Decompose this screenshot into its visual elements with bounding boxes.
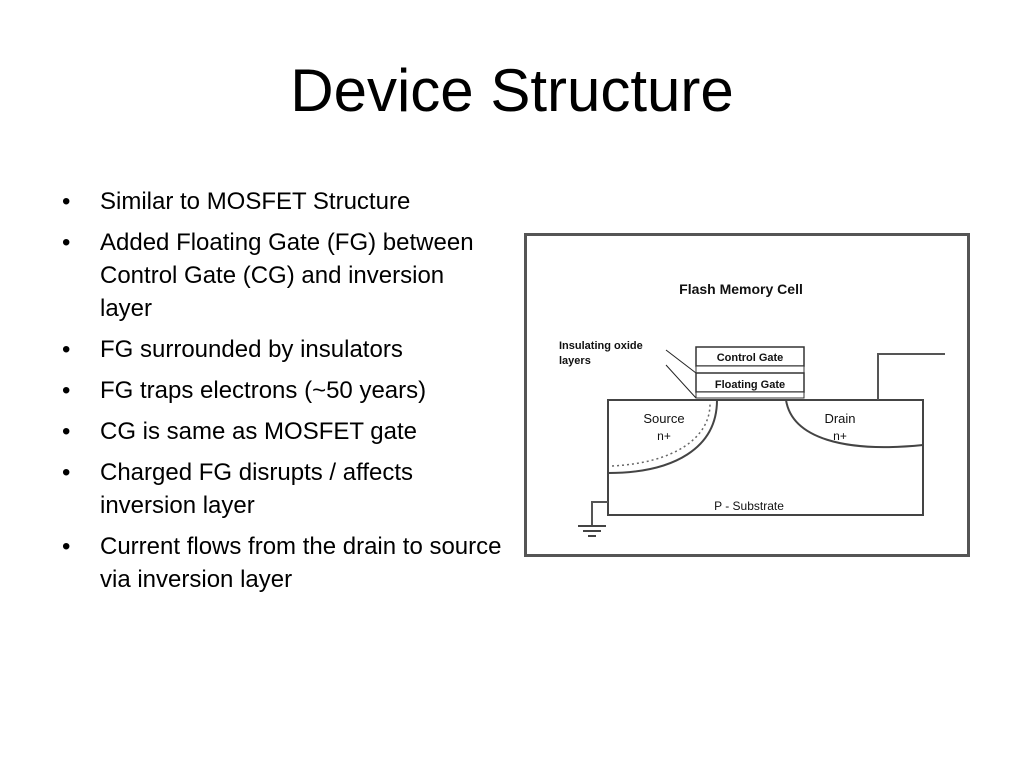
bullet-icon: • — [62, 229, 71, 256]
bullet-text: Similar to MOSFET Structure — [100, 188, 411, 215]
insulating-oxide-label: Insulating oxide — [559, 340, 643, 352]
oxide-pointer-line — [665, 349, 697, 374]
p-substrate — [607, 399, 924, 516]
list-item: • FG traps electrons (~50 years) — [62, 374, 502, 407]
oxide-layer — [695, 365, 805, 374]
bullet-icon: • — [62, 188, 71, 215]
source-region — [607, 399, 718, 474]
ground-wire — [591, 501, 608, 525]
bullet-list: • Similar to MOSFET Structure • Added Floa… — [62, 185, 502, 604]
flash-memory-cell-diagram: Flash Memory Cell Insulating oxide layer… — [524, 233, 970, 557]
list-item: • FG surrounded by insulators — [62, 333, 502, 366]
bullet-text: FG surrounded by insulators — [100, 336, 403, 363]
bullet-icon: • — [62, 377, 71, 404]
floating-gate-label: Floating Gate — [715, 379, 785, 391]
source-label: Source — [643, 411, 684, 426]
drain-region — [785, 399, 924, 449]
page-title: Device Structure — [290, 57, 734, 124]
diagram-title: Flash Memory Cell — [679, 281, 803, 297]
list-item: • Similar to MOSFET Structure — [62, 185, 502, 218]
bullet-text: Charged FG disrupts / affects inversion … — [100, 459, 414, 519]
control-gate-label: Control Gate — [717, 352, 784, 364]
oxide-pointer-line — [665, 364, 697, 399]
drain-doping-label: n+ — [833, 429, 847, 443]
bullet-text: Added Floating Gate (FG) between Control… — [100, 229, 474, 322]
drain-label: Drain — [824, 411, 855, 426]
source-doping-label: n+ — [657, 429, 671, 443]
bullet-icon: • — [62, 336, 71, 363]
insulating-oxide-label-line2: layers — [559, 355, 591, 367]
list-item: • Current flows from the drain to source … — [62, 530, 502, 596]
substrate-label: P - Substrate — [714, 499, 784, 513]
list-item: • CG is same as MOSFET gate — [62, 415, 502, 448]
list-item: • Added Floating Gate (FG) between Contro… — [62, 226, 502, 325]
list-item: • Charged FG disrupts / affects inversion… — [62, 456, 502, 522]
drain-wire — [877, 353, 945, 400]
bullet-text: FG traps electrons (~50 years) — [100, 377, 427, 404]
bullet-icon: • — [62, 533, 71, 560]
bullet-icon: • — [62, 459, 71, 486]
bullet-text: Current flows from the drain to source v… — [100, 533, 502, 593]
bullet-icon: • — [62, 418, 71, 445]
oxide-layer — [695, 391, 805, 399]
bullet-text: CG is same as MOSFET gate — [100, 418, 417, 445]
source-depletion-edge — [611, 403, 711, 467]
